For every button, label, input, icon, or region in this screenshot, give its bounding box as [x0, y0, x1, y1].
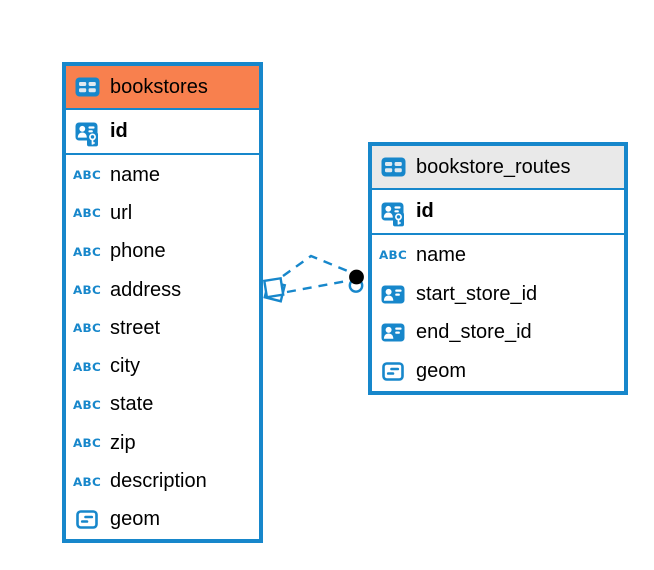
text-type-icon: ABC	[72, 474, 102, 489]
column-row[interactable]: end_store_id	[372, 314, 624, 353]
column-row[interactable]: ABC url	[66, 194, 259, 232]
column-row[interactable]: ABC city	[66, 347, 259, 385]
column-name: state	[110, 393, 154, 416]
text-type-icon: ABC	[72, 245, 102, 259]
column-name: phone	[110, 240, 166, 263]
table-icon	[379, 157, 407, 177]
geometry-type-icon	[73, 510, 101, 530]
column-row[interactable]: geom	[372, 352, 624, 391]
column-row[interactable]: ABC name	[66, 156, 259, 194]
column-name: id	[416, 200, 434, 222]
column-row-pk[interactable]: id	[66, 110, 259, 155]
text-type-icon: ABC	[72, 359, 102, 374]
text-type-icon: ABC	[72, 283, 102, 297]
entity-bookstores[interactable]: bookstores id ABC	[62, 62, 263, 543]
table-name: bookstore_routes	[416, 155, 571, 178]
entity-header-bookstores[interactable]: bookstores	[66, 66, 259, 110]
column-list: ABC name ABC url ABC phone ABC address A…	[66, 155, 259, 539]
table-name: bookstores	[110, 75, 208, 98]
column-row[interactable]: start_store_id	[372, 275, 624, 314]
relationship-line[interactable]	[282, 254, 351, 294]
column-name: address	[110, 278, 182, 301]
primary-key-icon	[73, 117, 101, 147]
column-row[interactable]: geom	[66, 501, 259, 539]
text-type-icon: ABC	[72, 206, 102, 221]
entity-header-bookstore-routes[interactable]: bookstore_routes	[372, 146, 624, 190]
relationship-target-symbol[interactable]	[348, 269, 364, 293]
column-name: zip	[110, 431, 136, 454]
primary-key-icon	[379, 197, 407, 227]
column-name: geom	[416, 360, 467, 383]
column-name: url	[110, 201, 133, 224]
column-row[interactable]: ABC address	[66, 271, 259, 309]
column-name: city	[110, 355, 140, 378]
relationship-source-symbol[interactable]	[262, 276, 287, 303]
geometry-type-icon	[379, 362, 407, 381]
reference-type-icon	[379, 285, 407, 304]
column-row[interactable]: ABC state	[66, 386, 259, 424]
column-list: ABC name start_store_id	[372, 235, 624, 391]
entity-bookstore-routes[interactable]: bookstore_routes id ABC	[368, 142, 628, 395]
column-row-pk[interactable]: id	[372, 190, 624, 235]
text-type-icon: ABC	[72, 168, 102, 182]
column-row[interactable]: ABC description	[66, 462, 259, 500]
column-name: geom	[110, 508, 161, 531]
table-icon	[73, 77, 101, 97]
text-type-icon: ABC	[72, 321, 102, 335]
text-type-icon: ABC	[72, 398, 102, 412]
column-name: name	[110, 163, 161, 186]
column-name: end_store_id	[416, 321, 532, 344]
column-name: street	[110, 316, 161, 339]
text-type-icon: ABC	[72, 436, 102, 450]
column-name: description	[110, 470, 207, 493]
column-name: name	[416, 243, 467, 266]
column-name: start_store_id	[416, 282, 538, 305]
column-row[interactable]: ABC street	[66, 309, 259, 347]
text-type-icon: ABC	[378, 248, 408, 263]
column-row[interactable]: ABC name	[372, 236, 624, 275]
column-row[interactable]: ABC phone	[66, 233, 259, 271]
column-name: id	[110, 120, 128, 142]
reference-type-icon	[379, 323, 407, 342]
column-row[interactable]: ABC zip	[66, 424, 259, 462]
